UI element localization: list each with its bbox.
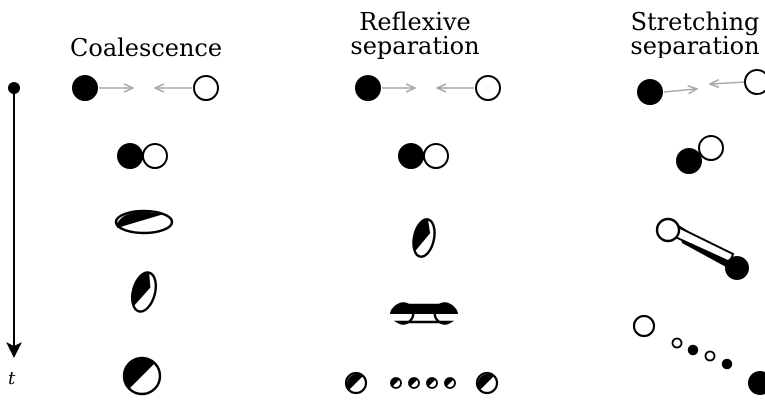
- stretching-separation-title: Stretching separation: [625, 10, 765, 58]
- black-drop: [398, 143, 424, 169]
- stretching-stage-1: [637, 69, 765, 105]
- satellite-black: [687, 344, 699, 356]
- black-drop: [355, 75, 381, 101]
- white-drop: [142, 143, 168, 169]
- merged-drop-black-half: [413, 219, 431, 252]
- white-drop: [423, 143, 449, 169]
- time-axis-label: t: [8, 368, 16, 389]
- black-drop: [72, 75, 98, 101]
- coalescence-title-line-1: Coalescence: [70, 34, 223, 62]
- reflexive-stage-3: [412, 218, 436, 258]
- reflexive-stage-2: [398, 143, 449, 169]
- black-drop: [748, 371, 765, 395]
- stretching-column: [632, 69, 765, 395]
- reflexive-stage-1: [355, 75, 501, 101]
- coalescence-column: [72, 75, 219, 396]
- coalescence-stage-1: [72, 75, 219, 101]
- approach-arrow-left: [711, 82, 746, 84]
- reflexive-stage-4: [390, 302, 458, 325]
- right-drop: [475, 371, 499, 395]
- black-drop: [637, 79, 663, 105]
- coalescence-title: Coalescence: [70, 34, 223, 62]
- white-drop: [744, 69, 765, 95]
- reflexive-title-line-1: Reflexive: [359, 8, 471, 36]
- left-drop: [344, 371, 368, 395]
- satellite-droplets: [390, 377, 456, 389]
- white-drop: [475, 75, 501, 101]
- satellite-white: [704, 350, 716, 362]
- black-drop: [117, 143, 143, 169]
- white-drop: [193, 75, 219, 101]
- stretching-stage-3: [655, 217, 749, 280]
- ligament-white: [671, 224, 735, 264]
- stretching-stage-4: [632, 314, 765, 395]
- black-end-drop: [725, 256, 749, 280]
- dumbbell-black-upper: [390, 305, 458, 314]
- coalescence-stage-4: [130, 271, 158, 313]
- white-drop: [698, 135, 724, 161]
- reflexive-separation-title: Reflexive separation: [335, 10, 495, 58]
- white-drop: [632, 314, 656, 338]
- coalescence-stage-2: [117, 143, 168, 169]
- merged-drop-black-half: [132, 272, 151, 306]
- merged-drop-black-half: [117, 212, 164, 228]
- coalescence-stage-5: [122, 356, 162, 396]
- final-drop-black-half: [123, 357, 155, 389]
- white-end-drop: [655, 217, 681, 243]
- satellite-black: [721, 358, 733, 370]
- stretching-stage-2: [676, 135, 724, 174]
- coalescence-stage-3: [114, 209, 174, 235]
- time-axis: [6, 82, 22, 358]
- reflexive-column: [344, 75, 501, 395]
- black-drop: [676, 148, 702, 174]
- reflexive-title-line-2: separation: [350, 32, 480, 60]
- reflexive-stage-5: [344, 371, 499, 395]
- approach-arrow-right: [663, 89, 696, 92]
- satellite-white: [671, 337, 683, 349]
- stretching-title-line-2: separation: [630, 32, 760, 58]
- stretching-title-line-1: Stretching: [630, 10, 760, 36]
